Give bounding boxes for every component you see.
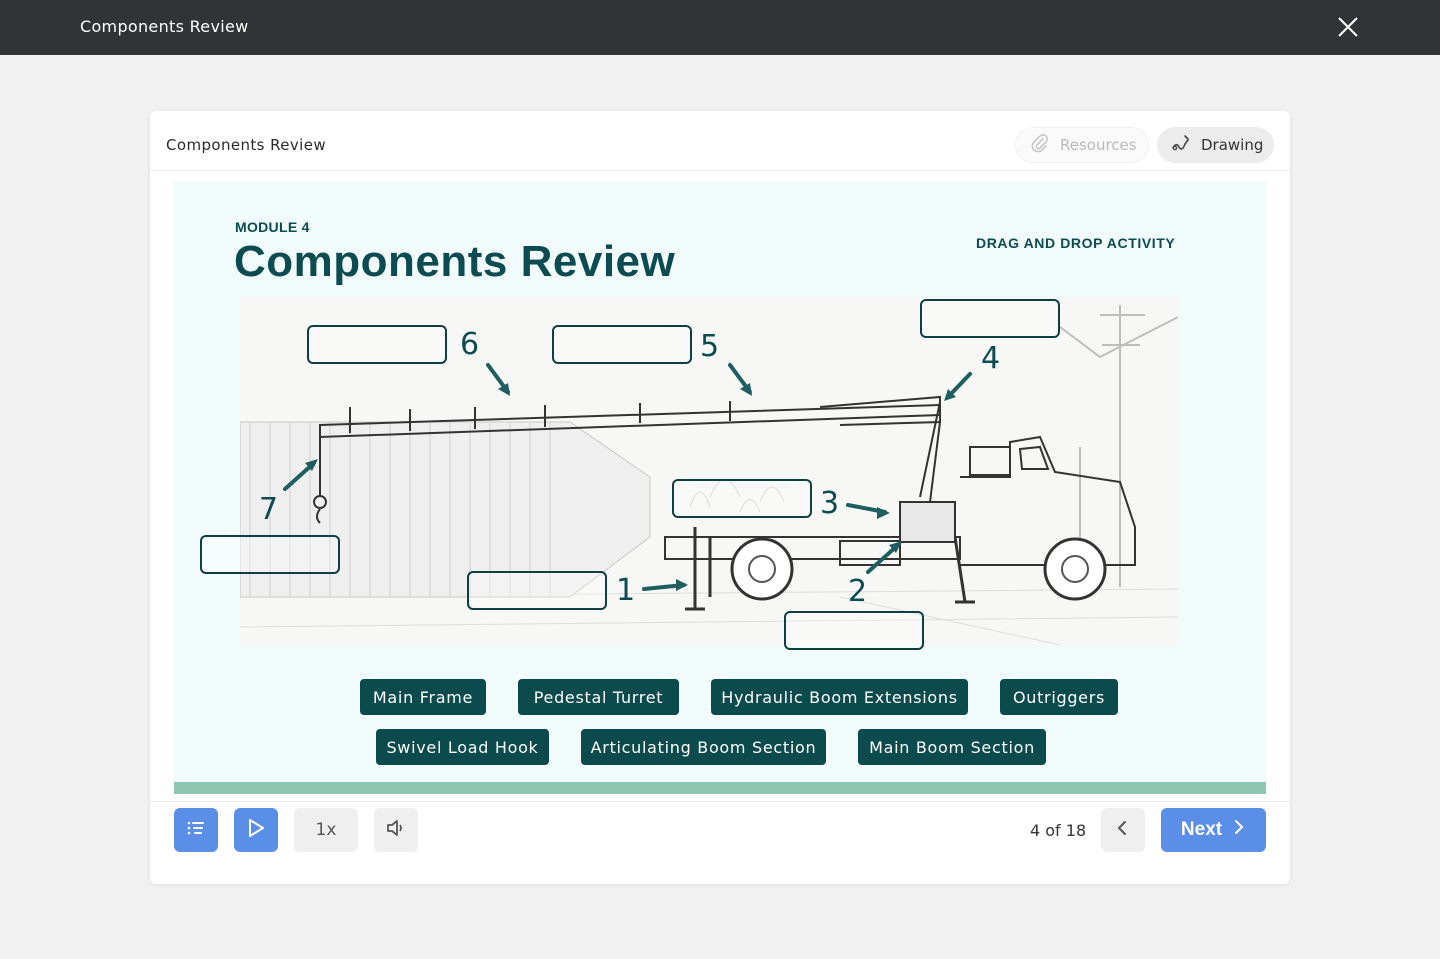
drop-zone-1[interactable] [467, 571, 607, 610]
window-title: Components Review [80, 17, 249, 36]
marker-6: 6 [460, 327, 480, 362]
chip-outriggers[interactable]: Outriggers [1000, 679, 1118, 715]
drop-zone-3[interactable] [672, 479, 812, 518]
paperclip-icon [1030, 133, 1050, 157]
lesson-card: Components Review Resources Drawing MODU… [150, 111, 1290, 884]
speed-button[interactable]: 1x [294, 808, 358, 852]
progress-fill [174, 782, 1266, 794]
next-button[interactable]: Next [1161, 808, 1266, 852]
drawing-icon [1171, 133, 1191, 157]
marker-5: 5 [700, 329, 720, 364]
play-icon [246, 818, 266, 843]
marker-1: 1 [616, 573, 636, 608]
resources-label: Resources [1060, 136, 1137, 154]
chip-main-frame[interactable]: Main Frame [360, 679, 486, 715]
close-icon[interactable] [1334, 13, 1362, 41]
boom-truck-illustration [240, 297, 1178, 645]
chip-swivel-load-hook[interactable]: Swivel Load Hook [376, 729, 549, 765]
chevron-left-icon [1115, 820, 1131, 841]
chip-main-boom-section[interactable]: Main Boom Section [858, 729, 1046, 765]
slide-title: Components Review [234, 237, 676, 286]
slide-canvas: MODULE 4 Components Review DRAG AND DROP… [174, 181, 1266, 794]
chip-hydraulic-boom-extensions[interactable]: Hydraulic Boom Extensions [711, 679, 968, 715]
chip-pedestal-turret[interactable]: Pedestal Turret [518, 679, 679, 715]
play-button[interactable] [234, 808, 278, 852]
footer-divider [150, 801, 1290, 802]
marker-3: 3 [820, 486, 840, 521]
next-label: Next [1180, 819, 1223, 840]
marker-4: 4 [981, 341, 1001, 376]
activity-label: DRAG AND DROP ACTIVITY [976, 235, 1176, 251]
marker-2: 2 [848, 574, 868, 609]
card-header: Components Review Resources Drawing [150, 111, 1290, 171]
chip-articulating-boom-section[interactable]: Articulating Boom Section [581, 729, 826, 765]
drop-zone-2[interactable] [784, 611, 924, 650]
drawing-label: Drawing [1201, 136, 1264, 154]
menu-button[interactable] [174, 808, 218, 852]
module-label: MODULE 4 [235, 219, 310, 235]
previous-button[interactable] [1101, 808, 1145, 852]
list-icon [186, 818, 206, 843]
marker-7: 7 [259, 492, 279, 527]
resources-button[interactable]: Resources [1015, 127, 1149, 163]
volume-button[interactable] [374, 808, 418, 852]
speaker-icon [386, 818, 406, 843]
card-title: Components Review [166, 136, 326, 154]
progress-bar [174, 782, 1266, 794]
drawing-button[interactable]: Drawing [1157, 127, 1274, 163]
drop-zone-4[interactable] [920, 299, 1060, 338]
page-counter: 4 of 18 [1030, 821, 1087, 840]
window-title-bar: Components Review [0, 0, 1440, 55]
drop-zone-6[interactable] [307, 325, 447, 364]
drop-zone-5[interactable] [552, 325, 692, 364]
drop-zone-7[interactable] [200, 535, 340, 574]
chevron-right-icon [1232, 819, 1246, 841]
